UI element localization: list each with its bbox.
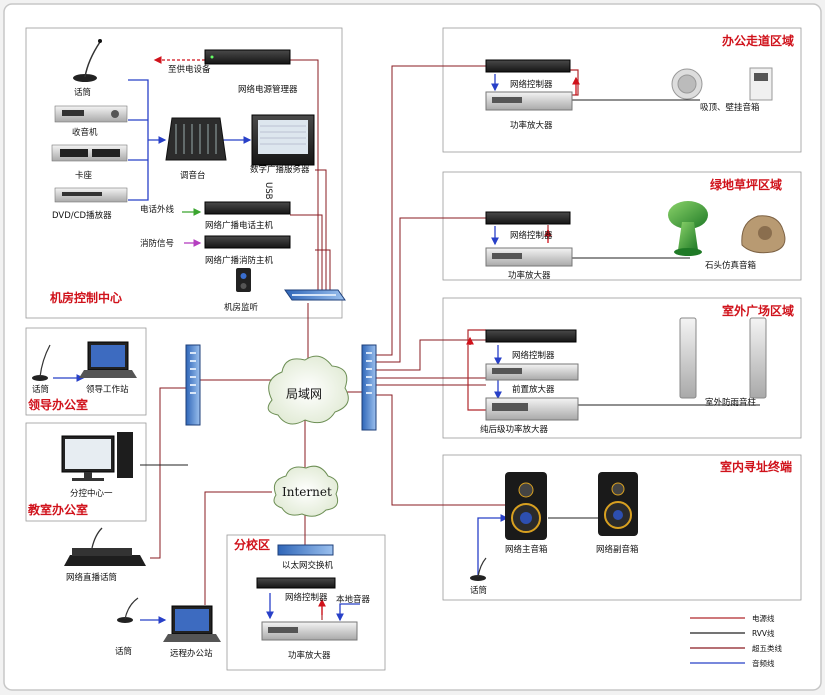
zone-title-teacher-office: 教室办公室: [27, 502, 88, 517]
label-phone-host: 网络广播电话主机: [205, 220, 274, 231]
lawn-amp-icon: [485, 247, 573, 267]
internet-cloud-icon: [273, 465, 339, 517]
label-fire-signal: 消防信号: [140, 238, 174, 249]
dvd-player-icon: [54, 187, 128, 203]
branch-amp-icon: [261, 621, 358, 641]
remote-laptop-icon: [163, 605, 221, 642]
paging-mic-icon: [64, 527, 146, 566]
ceiling-speaker-icon: [671, 68, 703, 100]
sub-speaker-icon: [598, 472, 638, 536]
label-power-amp: 纯后级功率放大器: [480, 424, 549, 435]
label-sub-speaker: 网络副音箱: [596, 544, 639, 555]
label-paging-mic: 网络直播话筒: [66, 572, 117, 583]
zone-title-machine-room: 机房控制中心: [50, 290, 122, 305]
lawn-controller-icon: [485, 211, 571, 225]
zone-title-outdoor-square: 室外广场区域: [722, 303, 794, 318]
label-mic-leader: 话筒: [32, 384, 49, 395]
zone-title-indoor: 室内寻址终端: [720, 459, 792, 474]
label-preamp: 前置放大器: [512, 384, 555, 395]
zone-title-lawn: 绿地草坪区域: [710, 177, 782, 192]
label-remote-station: 远程办公站: [170, 648, 213, 659]
radio-icon: [54, 105, 128, 123]
label-power-out: 至供电设备: [168, 64, 211, 75]
legend: 电源线 RVV线 超五类线 音频线: [690, 613, 782, 668]
corridor-amp-icon: [485, 91, 573, 111]
label-mic-main: 话筒: [74, 87, 91, 98]
legend-label-audio: 音频线: [752, 658, 775, 668]
square-controller-icon: [485, 329, 577, 343]
label-server: 数字广播服务器: [250, 164, 310, 175]
label-branch-switch: 以太网交换机: [282, 560, 334, 571]
label-lan: 局域网: [286, 387, 322, 401]
power-amp-icon: [485, 397, 579, 421]
label-branch-mic: 话筒: [115, 646, 132, 657]
label-monitor: 机房监听: [224, 302, 259, 313]
corridor-controller-icon: [485, 59, 571, 73]
rock-speaker-icon: [741, 215, 786, 254]
label-lawn-amp: 功率放大器: [508, 270, 551, 281]
mixer-icon: [165, 117, 227, 161]
label-square-controller: 网络控制器: [512, 350, 555, 361]
label-sub-center: 分控中心一: [70, 488, 113, 499]
core-switch-icon: [284, 289, 346, 301]
fire-host-icon: [204, 235, 291, 249]
zone-title-office-corridor: 办公走道区域: [722, 33, 794, 48]
mic-icon: [470, 557, 487, 581]
label-square-speakers: 室外防雨音柱: [705, 397, 757, 408]
label-mixer: 调音台: [180, 170, 206, 181]
label-corridor-amp: 功率放大器: [510, 120, 553, 131]
lan-cloud-icon: [267, 355, 349, 425]
label-internet: Internet: [282, 485, 332, 499]
main-speaker-icon: [505, 472, 547, 540]
label-cassette: 卡座: [75, 170, 93, 181]
monitor-speaker-icon: [236, 268, 251, 292]
label-corridor-speakers: 吸顶、壁挂音箱: [700, 102, 760, 113]
branch-controller-icon: [256, 577, 336, 589]
label-phone-line: 电话外线: [140, 204, 175, 215]
label-local-speaker: 本地音器: [336, 594, 371, 605]
broadcast-server-icon: [251, 114, 315, 166]
label-usb: USB: [263, 182, 273, 200]
label-branch-amp: 功率放大器: [288, 650, 331, 661]
label-power-manager: 网络电源管理器: [238, 84, 298, 95]
label-branch-controller: 网络控制器: [285, 592, 328, 603]
cassette-icon: [51, 144, 128, 162]
column-speaker-icon: [679, 317, 767, 399]
power-manager-icon: [204, 49, 291, 65]
mic-icon: [32, 344, 51, 381]
zone-title-leader-office: 领导办公室: [28, 397, 88, 412]
label-lawn-controller: 网络控制器: [510, 230, 553, 241]
legend-label-cat5: 超五类线: [752, 643, 782, 653]
zone-title-branch: 分校区: [234, 537, 270, 552]
switch-right-icon: [361, 344, 377, 431]
label-fire-host: 网络广播消防主机: [205, 255, 274, 266]
mushroom-speaker-icon: [668, 201, 708, 256]
label-radio: 收音机: [72, 127, 98, 138]
zone-box-branch: [226, 534, 386, 671]
switch-left-icon: [185, 344, 201, 426]
label-dvd: DVD/CD播放器: [52, 210, 112, 221]
desktop-pc-icon: [61, 432, 133, 481]
zone-box-office-corridor: [442, 27, 802, 153]
legend-label-rvv: RVV线: [752, 628, 775, 638]
laptop-icon: [79, 341, 137, 378]
label-lawn-speakers: 石头仿真音箱: [705, 260, 757, 271]
mic-icon: [73, 39, 102, 82]
label-indoor-mic: 话筒: [470, 585, 487, 596]
legend-label-power: 电源线: [752, 613, 775, 623]
phone-host-icon: [204, 201, 291, 215]
label-leader-station: 领导工作站: [86, 384, 129, 395]
wall-speaker-icon: [749, 67, 773, 101]
ethernet-switch-icon: [277, 544, 334, 556]
label-main-speaker: 网络主音箱: [505, 544, 548, 555]
mic-icon: [117, 597, 139, 623]
label-corridor-controller: 网络控制器: [510, 79, 553, 90]
preamp-icon: [485, 363, 579, 381]
